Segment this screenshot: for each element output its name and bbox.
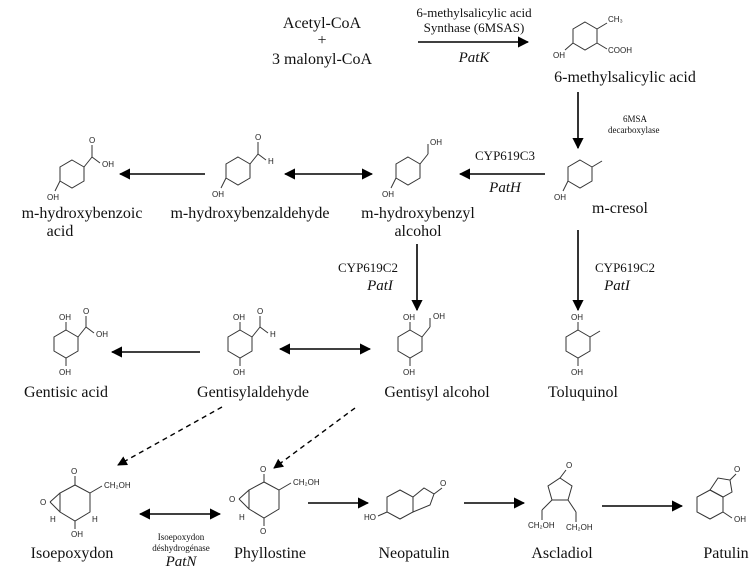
structure-m-hydroxybenzaldehyde: O H OH [212, 133, 274, 199]
enzyme-6msas-line1: 6-methylsalicylic acid [416, 5, 532, 20]
structure-gentisyl-alcohol: OH OH OH [397, 312, 445, 377]
label-m-hydroxybenzaldehyde: m-hydroxybenzaldehyde [170, 205, 329, 222]
atom-o: O [566, 461, 572, 470]
enzyme-cyp619c3: CYP619C3 [475, 148, 535, 163]
gene-patn: PatN [165, 554, 198, 570]
atom-ch2oh: CH₂OH [566, 523, 593, 532]
enzyme-cyp619c2-right: CYP619C2 [595, 260, 655, 275]
label-m-hydroxybenzoic-line2: acid [47, 223, 74, 240]
atom-ch2oh: CH₂OH [528, 521, 555, 530]
atom-oh: OH [212, 190, 224, 199]
atom-o: O [229, 495, 235, 504]
structure-neopatulin: O HO [364, 479, 446, 522]
gene-pati-right: PatI [603, 278, 631, 294]
label-neopatulin: Neopatulin [378, 545, 449, 562]
atom-oh: OH [554, 193, 566, 202]
enzyme-isoepoxydon-dh-line2: déshydrogénase [152, 543, 209, 553]
reactant-malonyl-coa: 3 malonyl-CoA [272, 51, 372, 68]
atom-oh: OH [59, 368, 71, 377]
label-m-cresol: m-cresol [592, 200, 649, 217]
atom-oh: OH [233, 368, 245, 377]
atom-o: O [89, 136, 95, 145]
atom-oh: OH [59, 313, 71, 322]
atom-o: O [734, 465, 740, 474]
structure-gentisylaldehyde: OH O H OH [227, 307, 276, 377]
atom-ho: HO [364, 513, 376, 522]
atom-oh: OH [403, 368, 415, 377]
label-phyllostine: Phyllostine [234, 545, 306, 562]
label-gentisic-acid: Gentisic acid [24, 384, 108, 401]
atom-o: O [260, 465, 266, 474]
atom-oh: OH [96, 330, 108, 339]
atom-oh: OH [734, 515, 746, 524]
gene-pati-left: PatI [366, 278, 394, 294]
structure-m-hydroxybenzoic-acid: O OH OH [47, 136, 114, 202]
atom-h: H [270, 330, 276, 339]
label-ascladiol: Ascladiol [531, 545, 593, 562]
atom-o: O [440, 479, 446, 488]
atom-oh: OH [233, 313, 245, 322]
atom-h: H [92, 515, 98, 524]
structure-phyllostine: O O CH₂OH H O [229, 465, 320, 536]
label-m-hydroxybenzoic-line1: m-hydroxybenzoic [22, 205, 143, 222]
label-6-methylsalicylic-acid: 6-methylsalicylic acid [554, 69, 696, 86]
atom-o: O [83, 307, 89, 316]
enzyme-6msa-decarboxylase-line2: decarboxylase [608, 125, 659, 135]
atom-cooh: COOH [608, 46, 632, 55]
atom-oh: OH [430, 138, 442, 147]
atom-o: O [257, 307, 263, 316]
structure-patulin: O OH [696, 465, 746, 524]
label-toluquinol: Toluquinol [548, 384, 619, 401]
label-gentisyl-alcohol: Gentisyl alcohol [384, 384, 490, 401]
atom-oh: OH [403, 313, 415, 322]
gene-patk: PatK [458, 50, 491, 66]
atom-h: H [50, 515, 56, 524]
atom-ch2oh: CH₂OH [293, 478, 320, 487]
label-m-hydroxybenzyl-line1: m-hydroxybenzyl [361, 205, 475, 222]
label-gentisylaldehyde: Gentisylaldehyde [197, 384, 309, 401]
atom-h: H [268, 157, 274, 166]
atom-oh: OH [433, 312, 445, 321]
structure-m-cresol: OH [554, 159, 603, 202]
structure-6msa: CH₃ COOH OH [553, 15, 632, 60]
enzyme-6msas-line2: Synthase (6MSAS) [424, 20, 525, 35]
structure-gentisic-acid: OH O OH OH [53, 307, 108, 377]
atom-oh: OH [382, 190, 394, 199]
enzyme-isoepoxydon-dh-line1: Isoepoxydon [158, 532, 205, 542]
atom-ch3: CH₃ [608, 15, 623, 24]
atom-h: H [239, 513, 245, 522]
structure-ascladiol: O CH₂OH CH₂OH [528, 461, 593, 532]
structure-isoepoxydon: O O CH₂OH H H OH [40, 467, 131, 539]
atom-ch2oh: CH₂OH [104, 481, 131, 490]
gene-path: PatH [488, 180, 522, 196]
atom-o: O [255, 133, 261, 142]
atom-oh: OH [571, 368, 583, 377]
atom-oh: OH [571, 313, 583, 322]
structure-toluquinol: OH OH [565, 313, 601, 377]
enzyme-6msa-decarboxylase-line1: 6MSA [623, 114, 648, 124]
atom-oh: OH [553, 51, 565, 60]
label-isoepoxydon: Isoepoxydon [31, 545, 114, 562]
enzyme-cyp619c2-left: CYP619C2 [338, 260, 398, 275]
atom-oh: OH [102, 160, 114, 169]
atom-o: O [71, 467, 77, 476]
reactant-acetyl-coa: Acetyl-CoA [283, 15, 362, 32]
structure-m-hydroxybenzyl-alcohol: OH OH [382, 138, 442, 199]
plus-sign: + [317, 32, 326, 49]
dashed-arrow-to-isoepoxydon [117, 406, 223, 466]
atom-o: O [40, 498, 46, 507]
atom-oh: OH [71, 530, 83, 539]
label-patulin: Patulin [703, 545, 748, 562]
atom-oh: OH [47, 193, 59, 202]
label-m-hydroxybenzyl-line2: alcohol [394, 223, 442, 240]
atom-o: O [260, 527, 266, 536]
dashed-arrow-to-phyllostine [273, 407, 356, 469]
